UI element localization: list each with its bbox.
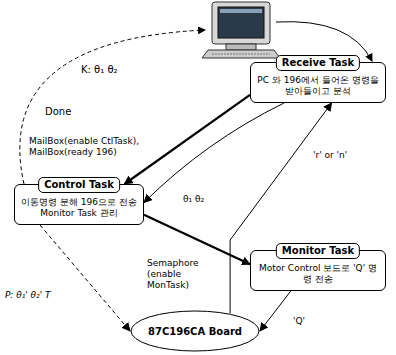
arrow-label: Done — [44, 106, 72, 117]
task-description: Motor Control 보드로 'Q' 명령 전송 — [255, 263, 381, 285]
edge-label: Semaphore (enable MonTask) — [146, 258, 222, 291]
task-box: Control Task이동명령 분해 196으로 전송 Monitor Tas… — [14, 184, 144, 225]
connector — [40, 225, 130, 331]
task-description: PC 와 196에서 들어온 명령을 받아들이고 분석 — [255, 75, 381, 97]
edge-label: P: θ₁' θ₂' T — [4, 290, 52, 301]
board-oval: 87C196CA Board — [130, 310, 260, 352]
connector — [260, 291, 291, 331]
arrow-label: K: θ₁ θ₂ — [80, 64, 119, 75]
task-title: Control Task — [38, 177, 120, 193]
task-box: Receive TaskPC 와 196에서 들어온 명령을 받아들이고 분석 — [250, 62, 386, 103]
edge-label: 'Q' — [292, 316, 306, 327]
pc-icon — [202, 2, 280, 58]
board-name: 87C196CA Board — [148, 326, 242, 337]
task-box: Monitor TaskMotor Control 보드로 'Q' 명령 전송 — [250, 250, 386, 291]
connector — [144, 103, 284, 202]
task-title: Monitor Task — [276, 243, 360, 259]
task-description: 이동명령 분해 196으로 전송 Monitor Task 관리 — [19, 197, 139, 219]
done-arrow — [20, 30, 205, 184]
edge-label: θ₁ θ₂ — [182, 194, 205, 205]
edge-label: 'r' or 'n' — [312, 150, 348, 161]
task-title: Receive Task — [276, 55, 360, 71]
connector — [144, 215, 250, 265]
edge-label: MailBox(enable CtlTask), MailBox(ready 1… — [28, 136, 158, 158]
